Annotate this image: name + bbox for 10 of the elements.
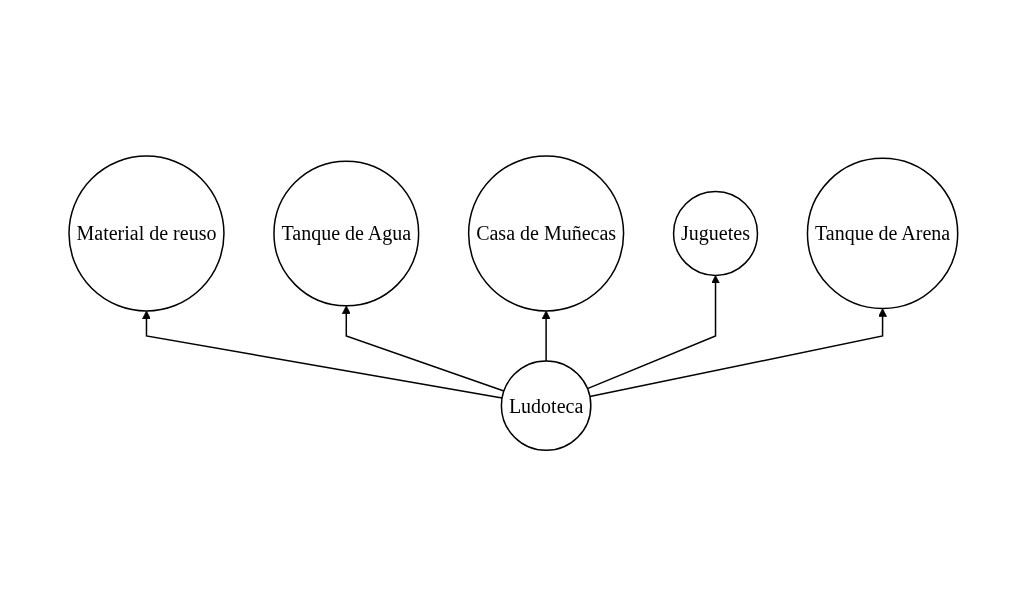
arrow bbox=[586, 274, 720, 390]
node-circle: Ludoteca bbox=[500, 360, 592, 451]
arrow bbox=[141, 310, 503, 399]
node-circle: Material de reuso bbox=[67, 155, 225, 312]
node-circle: Juguetes bbox=[672, 190, 758, 276]
node-circle: Casa de Muñecas bbox=[467, 155, 624, 312]
arrow bbox=[341, 305, 505, 392]
node-circle: Tanque de Arena bbox=[806, 157, 959, 310]
node-circle: Tanque de Agua bbox=[272, 160, 420, 307]
arrow bbox=[541, 310, 551, 362]
